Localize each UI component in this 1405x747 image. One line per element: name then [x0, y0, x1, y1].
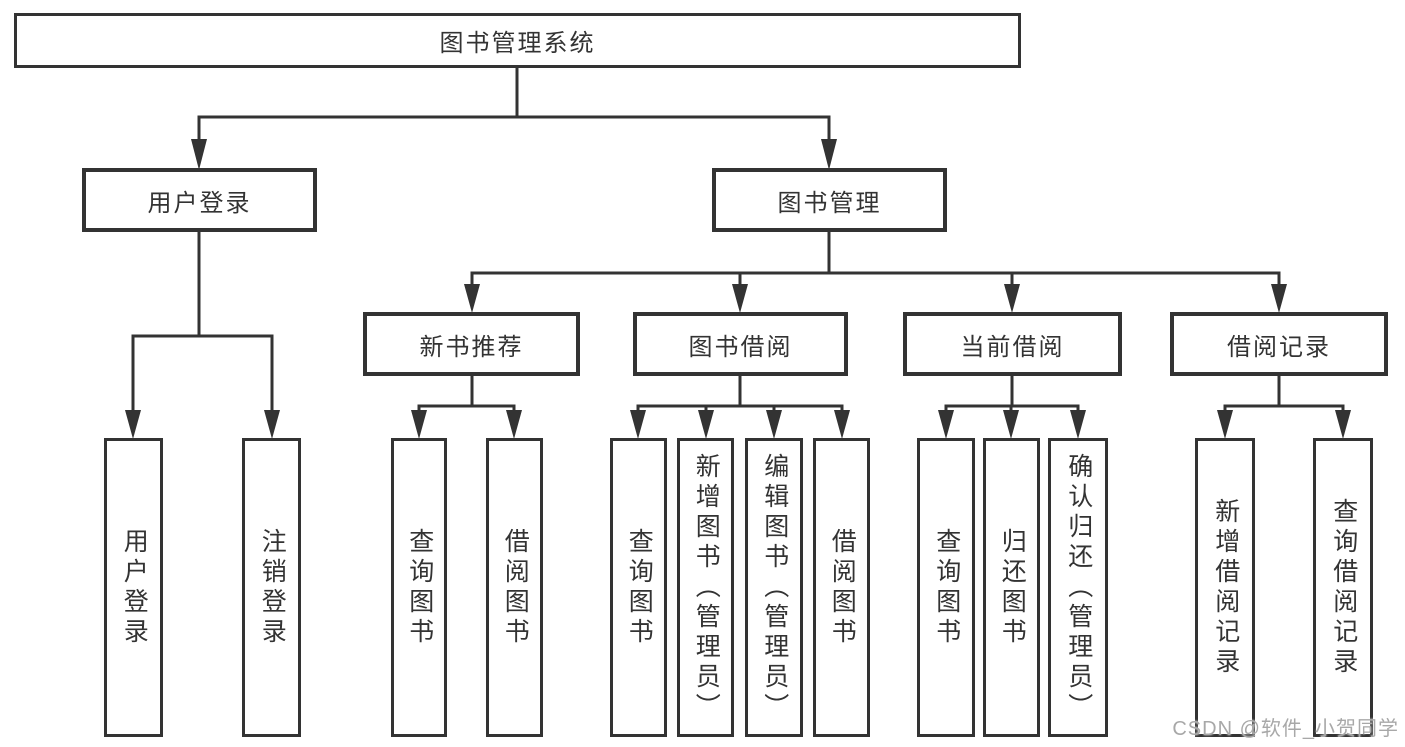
- leaf-bb-add-book-admin-label: 新增图书（管理员）: [692, 452, 721, 723]
- watermark: CSDN @软件_小贺同学: [1172, 718, 1399, 740]
- leaf-br-query-borrow-record: 查询借阅记录: [1313, 438, 1373, 737]
- leaf-nb-query-books: 查询图书: [391, 438, 447, 737]
- node-borrowing-records-label: 借阅记录: [1227, 333, 1331, 361]
- node-user-login: 用户登录: [82, 168, 317, 232]
- node-book-borrowing: 图书借阅: [633, 312, 848, 376]
- leaf-cb-query-books-label: 查询图书: [932, 527, 961, 648]
- leaf-br-add-borrow-record-label: 新增借阅记录: [1211, 497, 1240, 678]
- node-new-book-recommendation-label: 新书推荐: [419, 333, 524, 361]
- leaf-bb-add-book-admin: 新增图书（管理员）: [677, 438, 734, 737]
- leaf-cb-query-books: 查询图书: [917, 438, 975, 737]
- leaf-bb-edit-book-admin: 编辑图书（管理员）: [745, 438, 803, 737]
- leaf-br-add-borrow-record: 新增借阅记录: [1195, 438, 1255, 737]
- leaf-cb-confirm-return-admin-label: 确认归还（管理员）: [1064, 452, 1093, 723]
- node-borrowing-records: 借阅记录: [1170, 312, 1388, 376]
- node-book-management-label: 图书管理: [777, 189, 882, 217]
- leaf-cb-return-book: 归还图书: [983, 438, 1040, 737]
- node-book-borrowing-label: 图书借阅: [688, 333, 793, 361]
- leaf-nb-borrow-books-label: 借阅图书: [501, 527, 530, 648]
- node-user-login-label: 用户登录: [147, 189, 252, 217]
- node-root-label: 图书管理系统: [439, 30, 596, 57]
- leaf-cb-return-book-label: 归还图书: [998, 527, 1027, 648]
- leaf-nb-query-books-label: 查询图书: [405, 527, 434, 648]
- leaf-nb-borrow-books: 借阅图书: [486, 438, 543, 737]
- node-root: 图书管理系统: [14, 13, 1021, 68]
- leaf-bb-query-books: 查询图书: [610, 438, 667, 737]
- leaf-logout-login: 注销登录: [242, 438, 301, 737]
- node-current-borrowing: 当前借阅: [903, 312, 1122, 376]
- node-book-management: 图书管理: [712, 168, 947, 232]
- node-current-borrowing-label: 当前借阅: [960, 333, 1065, 361]
- leaf-bb-borrow-books-label: 借阅图书: [828, 527, 857, 648]
- leaf-bb-edit-book-admin-label: 编辑图书（管理员）: [760, 452, 789, 723]
- leaf-user-login-label: 用户登录: [120, 527, 149, 648]
- leaf-br-query-borrow-record-label: 查询借阅记录: [1329, 497, 1358, 678]
- leaf-bb-query-books-label: 查询图书: [625, 527, 654, 648]
- leaf-logout-login-label: 注销登录: [258, 527, 287, 648]
- leaf-bb-borrow-books: 借阅图书: [813, 438, 870, 737]
- node-new-book-recommendation: 新书推荐: [363, 312, 580, 376]
- leaf-user-login: 用户登录: [104, 438, 163, 737]
- leaf-cb-confirm-return-admin: 确认归还（管理员）: [1048, 438, 1108, 737]
